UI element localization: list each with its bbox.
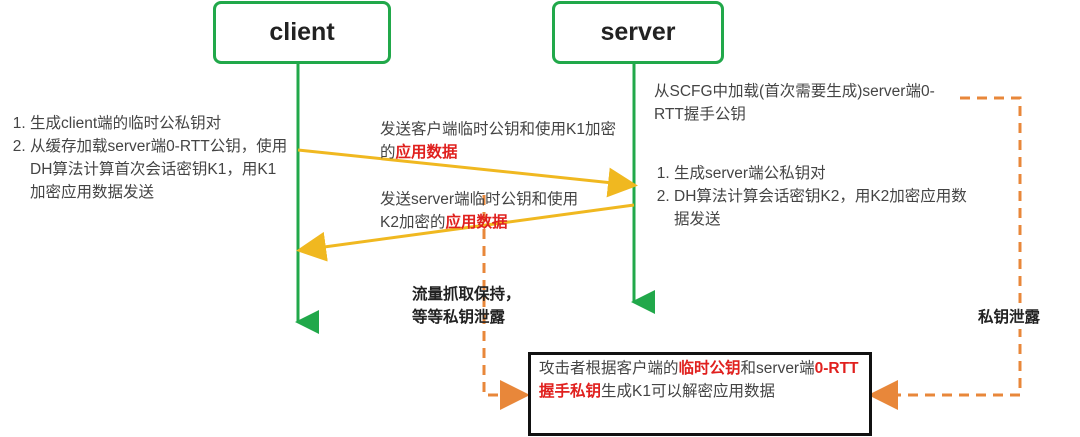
msg2-arrow (296, 203, 635, 262)
server-actor: server (552, 1, 724, 64)
attack-highlight: 0-RTT握手私钥 (539, 360, 859, 400)
server-step: 生成server端公私钥对 (674, 162, 982, 185)
attack-highlight: 临时公钥 (678, 360, 741, 377)
attack-box: 攻击者根据客户端的临时公钥和server端0-RTT握手私钥生成K1可以解密应用… (528, 352, 872, 436)
client-actor: client (213, 1, 391, 64)
client-step: 生成client端的临时公私钥对 (30, 112, 288, 135)
server-step: DH算法计算会话密钥K2，用K2加密应用数据发送 (674, 185, 982, 231)
msg2-highlight: 应用数据 (445, 214, 508, 231)
left-leak-path (482, 195, 530, 410)
client-step: 从缓存加载server端0-RTT公钥，使用DH算法计算首次会话密钥K1，用K1… (30, 135, 288, 204)
right-leak-path (868, 96, 1022, 410)
attack-text: 生成K1可以解密应用数据 (601, 383, 775, 400)
server-steps: 生成server端公私钥对DH算法计算会话密钥K2，用K2加密应用数据发送 (652, 162, 982, 231)
right-leak-label: 私钥泄露 (978, 306, 1041, 329)
msg1-label: 发送客户端临时公钥和使用K1加密的应用数据 (380, 118, 620, 164)
msg1-highlight: 应用数据 (395, 144, 458, 161)
client-steps: 生成client端的临时公私钥对从缓存加载server端0-RTT公钥，使用DH… (8, 112, 288, 204)
left-leak-label: 流量抓取保持， 等等私钥泄露 (412, 283, 521, 329)
attack-text: 和server端 (740, 360, 815, 377)
msg2-text: 发送server端临时公钥和使用K2加密的 (380, 191, 579, 231)
left-leak-line: 流量抓取保持， (412, 286, 521, 303)
attack-text: 攻击者根据客户端的 (539, 360, 679, 377)
msg2-label: 发送server端临时公钥和使用K2加密的应用数据 (380, 188, 595, 234)
msg1-text: 发送客户端临时公钥和使用K1加密的 (380, 121, 616, 161)
left-leak-line: 等等私钥泄露 (412, 309, 506, 326)
server-load-text: 从SCFG中加载(首次需要生成)server端0-RTT握手公钥 (654, 83, 935, 123)
msg1-arrow (297, 148, 638, 198)
